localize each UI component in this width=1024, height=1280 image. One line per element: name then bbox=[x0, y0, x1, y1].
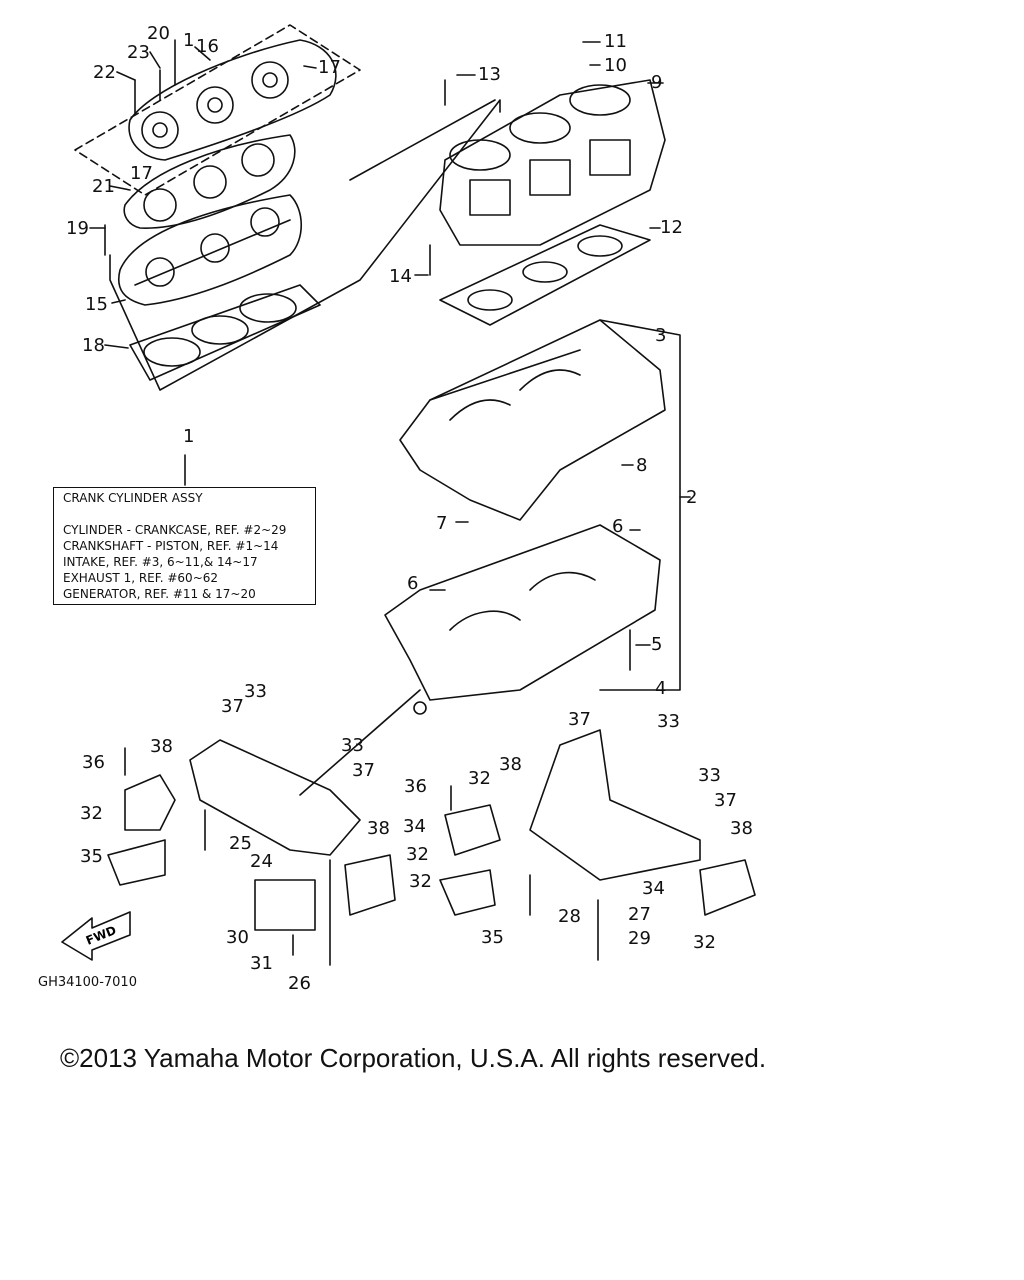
callout-37a: 37 bbox=[221, 696, 244, 717]
callout-32b: 32 bbox=[409, 871, 432, 892]
callout-18: 18 bbox=[82, 335, 105, 356]
callout-33b: 33 bbox=[341, 735, 364, 756]
callout-10: 10 bbox=[604, 55, 627, 76]
callout-35a: 35 bbox=[80, 846, 103, 867]
callout-38d: 38 bbox=[730, 818, 753, 839]
callout-3: 3 bbox=[655, 325, 667, 346]
callout-24: 24 bbox=[250, 851, 273, 872]
base-gasket-shape bbox=[439, 224, 651, 326]
exploded-parts-diagram: FWD bbox=[61, 24, 756, 966]
cylinder-head-shape bbox=[118, 194, 302, 306]
forward-arrow-icon bbox=[61, 911, 131, 961]
callout-37d: 37 bbox=[714, 790, 737, 811]
callout-34a: 34 bbox=[403, 816, 426, 837]
front-mount-bracket-shape bbox=[189, 739, 361, 966]
callout-21: 21 bbox=[92, 176, 115, 197]
bolt-shapes bbox=[104, 39, 631, 811]
callout-37c: 37 bbox=[568, 709, 591, 730]
callout-26: 26 bbox=[288, 973, 311, 994]
engine-mount-shapes bbox=[107, 774, 756, 916]
callout-4: 4 bbox=[655, 678, 667, 699]
callout-17b: 17 bbox=[130, 163, 153, 184]
callout-35b: 35 bbox=[481, 927, 504, 948]
callout-22: 22 bbox=[93, 62, 116, 83]
callout-33c: 33 bbox=[657, 711, 680, 732]
callout-29: 29 bbox=[628, 928, 651, 949]
callout-5: 5 bbox=[651, 634, 663, 655]
callout-19: 19 bbox=[66, 218, 89, 239]
assembly-line-1: CYLINDER - CRANKCASE, REF. #2~29 bbox=[63, 523, 287, 537]
assembly-line-5: GENERATOR, REF. #11 & 17~20 bbox=[63, 587, 256, 601]
callout-14: 14 bbox=[389, 266, 412, 287]
callout-1: 1 bbox=[183, 30, 195, 51]
callout-9: 9 bbox=[651, 72, 663, 93]
callout-15: 15 bbox=[85, 294, 108, 315]
callout-11: 11 bbox=[604, 31, 627, 52]
generator-cover-shape bbox=[128, 39, 337, 161]
callout-31: 31 bbox=[250, 953, 273, 974]
callout-37b: 37 bbox=[352, 760, 375, 781]
cylinder-block-shape bbox=[439, 79, 666, 246]
head-group-bracket bbox=[109, 99, 501, 391]
rear-mount-bracket-shape bbox=[529, 729, 701, 961]
callout-34b: 34 bbox=[642, 878, 665, 899]
callout-8: 8 bbox=[636, 455, 648, 476]
callout-32a: 32 bbox=[80, 803, 103, 824]
callout-13: 13 bbox=[478, 64, 501, 85]
callout-38a: 38 bbox=[150, 736, 173, 757]
copyright-notice: ©2013 Yamaha Motor Corporation, U.S.A. A… bbox=[60, 1043, 767, 1073]
callout-20: 20 bbox=[147, 23, 170, 44]
assembly-line-4: EXHAUST 1, REF. #60~62 bbox=[63, 571, 219, 585]
callout-6b: 6 bbox=[407, 573, 419, 594]
callout-38c: 38 bbox=[499, 754, 522, 775]
callout-32c: 32 bbox=[406, 844, 429, 865]
diagram-code: GH34100-7010 bbox=[38, 975, 137, 990]
head-gasket-shape bbox=[129, 284, 321, 381]
callout-2: 2 bbox=[686, 487, 698, 508]
callout-7: 7 bbox=[436, 513, 448, 534]
callout-28: 28 bbox=[558, 906, 581, 927]
callout-30: 30 bbox=[226, 927, 249, 948]
callout-23: 23 bbox=[127, 42, 150, 63]
callout-32e: 32 bbox=[693, 932, 716, 953]
callout-1-main: 1 bbox=[183, 426, 195, 447]
callout-33a: 33 bbox=[244, 681, 267, 702]
callout-17a: 17 bbox=[318, 57, 341, 78]
leader-lines bbox=[89, 41, 664, 646]
assembly-line-3: INTAKE, REF. #3, 6~11,& 14~17 bbox=[63, 555, 258, 569]
forward-marker-label: FWD bbox=[84, 923, 118, 948]
callout-6a: 6 bbox=[612, 516, 624, 537]
callout-33d: 33 bbox=[698, 765, 721, 786]
callout-36b: 36 bbox=[404, 776, 427, 797]
callout-36a: 36 bbox=[82, 752, 105, 773]
callout-16: 16 bbox=[196, 36, 219, 57]
assembly-legend-box: CRANK CYLINDER ASSY CYLINDER - CRANKCASE… bbox=[53, 487, 316, 605]
callout-27: 27 bbox=[628, 904, 651, 925]
upper-crankcase-shape bbox=[399, 319, 666, 521]
lower-crankcase-shape bbox=[384, 524, 661, 715]
callout-25: 25 bbox=[229, 833, 252, 854]
crankcase-bracket bbox=[599, 319, 681, 691]
assembly-line-2: CRANKSHAFT - PISTON, REF. #1~14 bbox=[63, 539, 279, 553]
callout-32d: 32 bbox=[468, 768, 491, 789]
callout-12: 12 bbox=[660, 217, 683, 238]
callout-38b: 38 bbox=[367, 818, 390, 839]
head-cover-shape bbox=[123, 134, 296, 229]
generator-group-outline bbox=[74, 24, 361, 196]
assembly-title: CRANK CYLINDER ASSY bbox=[63, 491, 203, 505]
